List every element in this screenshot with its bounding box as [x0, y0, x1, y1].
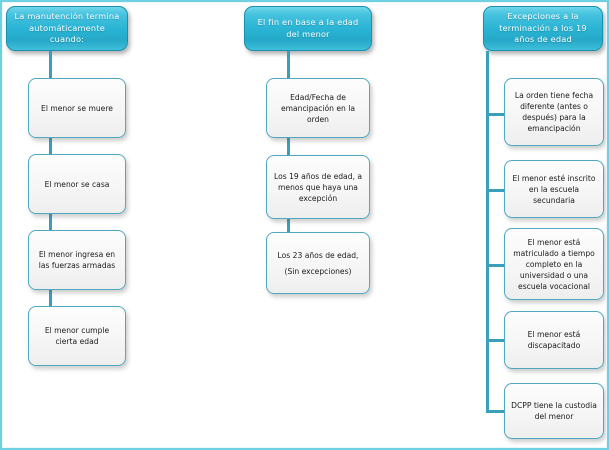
node-col1-4[interactable]: El menor cumple cierta edad — [28, 306, 126, 366]
node-col3-4[interactable]: El menor está discapacitado — [504, 311, 604, 369]
node-col1-1[interactable]: El menor se muere — [28, 78, 126, 138]
node-col3-3[interactable]: El menor está matriculado a tiempo compl… — [504, 228, 604, 300]
node-col1-3[interactable]: El menor ingresa en las fuerzas armadas — [28, 230, 126, 290]
column-header-label: El fin en base a la edad del menor — [257, 17, 359, 39]
node-label: Los 23 años de edad, — [277, 250, 359, 260]
node-col2-1[interactable]: Edad/Fecha de emancipación en la orden — [266, 78, 370, 138]
column-header-label: Excepciones a la terminación a los 19 añ… — [499, 11, 587, 45]
node-col3-5[interactable]: DCPP tiene la custodia del menor — [504, 383, 604, 439]
node-col2-2[interactable]: Los 19 años de edad, a menos que haya un… — [266, 155, 370, 219]
connector-stub-col3-5 — [486, 410, 506, 413]
node-label: El menor se muere — [41, 103, 113, 113]
node-col3-1[interactable]: La orden tiene fecha diferente (antes o … — [504, 78, 604, 146]
column-header-fin-por-edad[interactable]: El fin en base a la edad del menor — [244, 6, 372, 51]
node-col2-3[interactable]: Los 23 años de edad, (Sin excepciones) — [266, 232, 370, 294]
node-label-group: Los 23 años de edad, (Sin excepciones) — [271, 250, 365, 277]
connector-trunk-col3 — [486, 51, 489, 413]
node-label: La orden tiene fecha diferente (antes o … — [514, 91, 594, 133]
connector-stub-col3-2 — [486, 189, 506, 192]
node-label: El menor está matriculado a tiempo compl… — [513, 237, 595, 291]
connector-stub-col3-1 — [486, 113, 506, 116]
connector-stub-col3-3 — [486, 264, 506, 267]
node-label: El menor esté inscrito en la escuela sec… — [512, 173, 596, 205]
column-header-label: La manutención termina automáticamente c… — [14, 11, 120, 45]
column-header-terminacion-automatica[interactable]: La manutención termina automáticamente c… — [6, 6, 128, 51]
node-label: DCPP tiene la custodia del menor — [511, 401, 597, 421]
node-col1-2[interactable]: El menor se casa — [28, 154, 126, 214]
node-label: El menor está discapacitado — [527, 330, 581, 350]
column-header-excepciones[interactable]: Excepciones a la terminación a los 19 añ… — [483, 6, 603, 51]
node-label: Los 19 años de edad, a menos que haya un… — [273, 171, 363, 203]
node-label: El menor cumple cierta edad — [44, 326, 110, 346]
node-sublabel: (Sin excepciones) — [284, 266, 352, 276]
node-label: El menor se casa — [44, 179, 110, 189]
node-label: El menor ingresa en las fuerzas armadas — [38, 250, 116, 270]
node-label: Edad/Fecha de emancipación en la orden — [280, 92, 356, 124]
node-col3-2[interactable]: El menor esté inscrito en la escuela sec… — [504, 160, 604, 218]
connector-stub-col3-4 — [486, 339, 506, 342]
